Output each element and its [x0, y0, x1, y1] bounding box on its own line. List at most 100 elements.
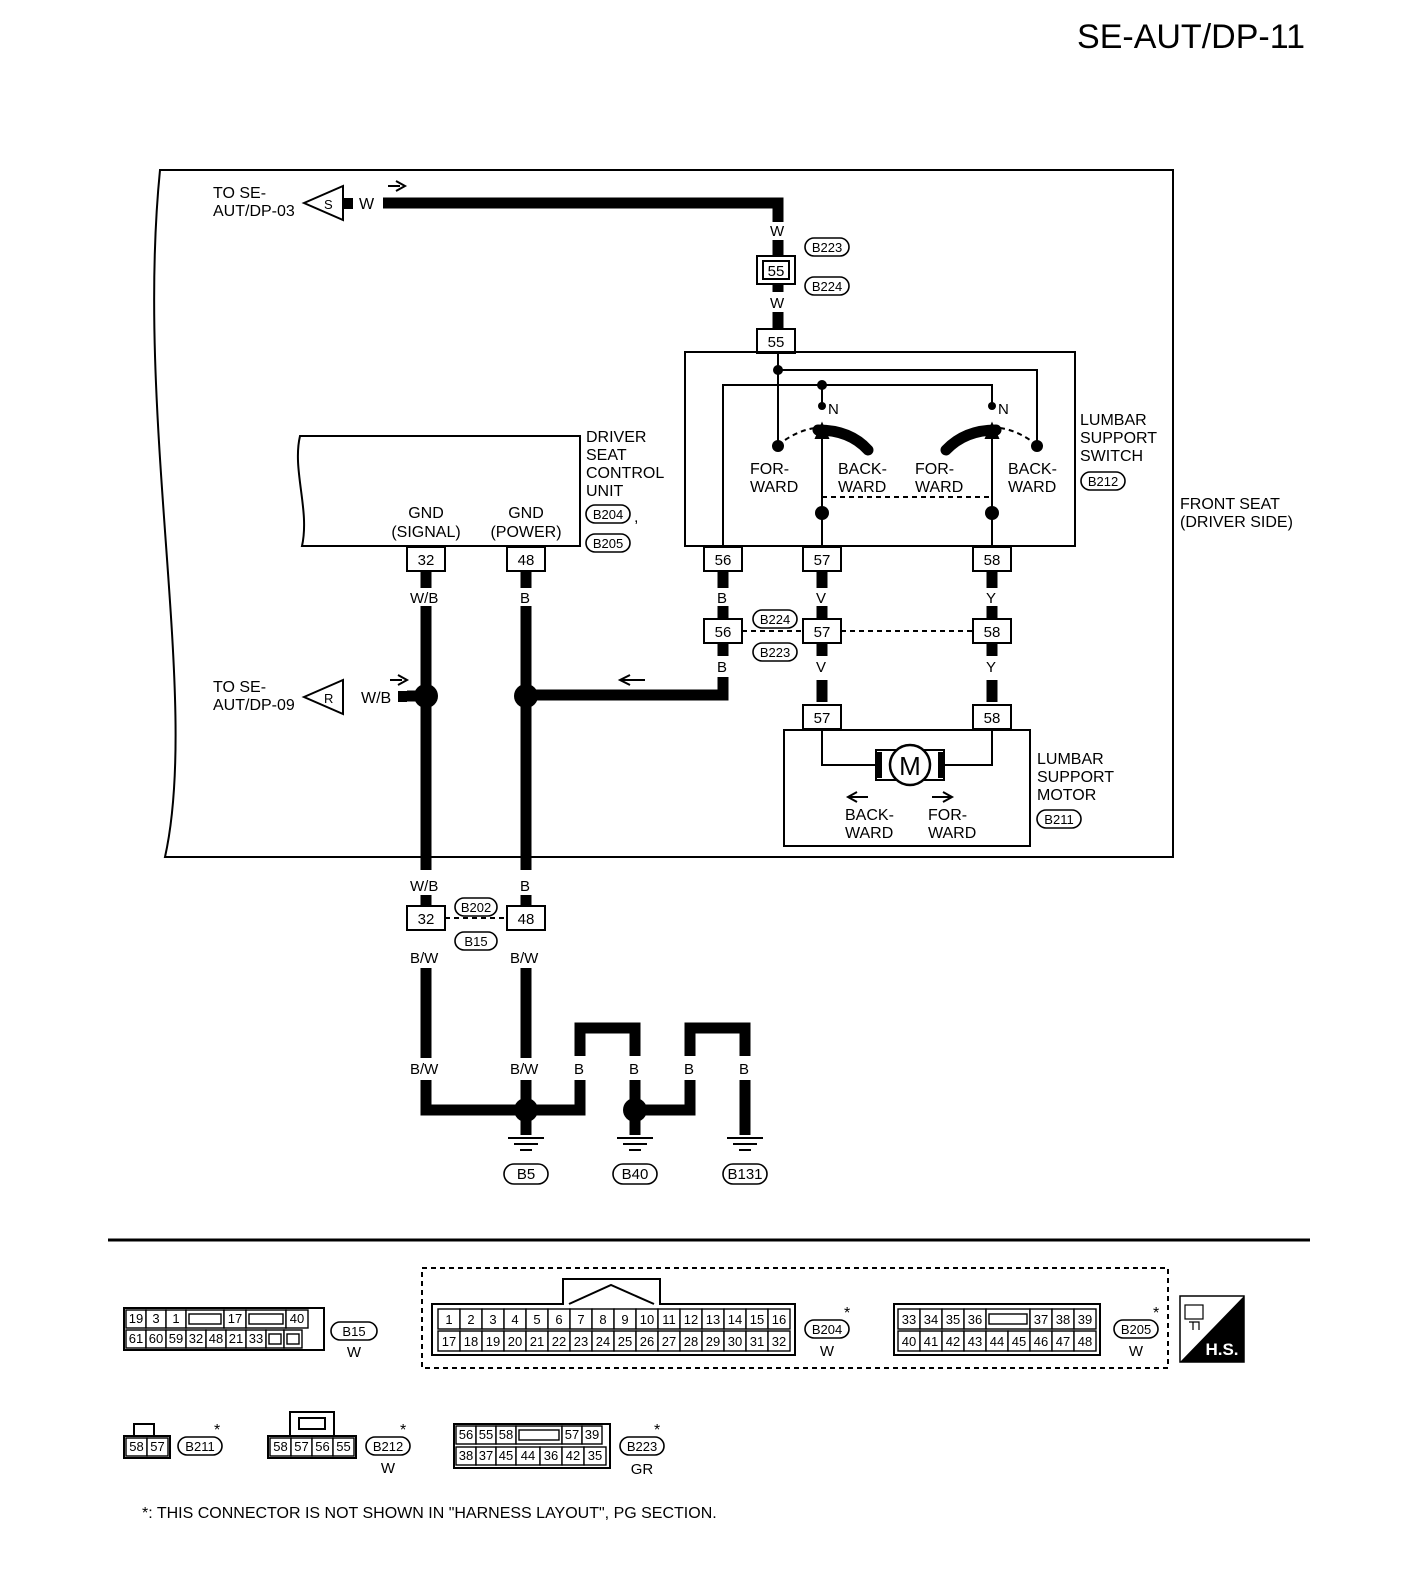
- dscu-label-3: CONTROL: [586, 465, 664, 482]
- connector-id-b223-mid-text: B223: [760, 645, 790, 660]
- front-seat-label-2: (DRIVER SIDE): [1180, 514, 1293, 531]
- switch-pivot-arrow-1-icon: [814, 421, 830, 513]
- offpage-mid-terminal: [398, 691, 407, 702]
- b15-row1-pin: 19: [129, 1311, 143, 1326]
- pin-58-motor: 58: [984, 710, 1001, 727]
- ground-b131-label: B131: [727, 1166, 762, 1183]
- dscu-label-4: UNIT: [586, 483, 624, 500]
- switch-n-label-2: N: [998, 401, 1009, 418]
- pin-56-mid: 56: [715, 624, 732, 641]
- b204-row1-cell: [767, 1308, 791, 1330]
- switch-wire-pivots: [821, 513, 993, 546]
- motor-brush-left: [876, 752, 882, 778]
- offpage-top-arrow-icon: [301, 184, 344, 222]
- b205-row1-pin: 39: [1078, 1312, 1092, 1327]
- b204-row2-pin: 30: [728, 1334, 742, 1349]
- b15-row2-pin: 59: [169, 1331, 183, 1346]
- b223-row2-pin: 35: [588, 1448, 602, 1463]
- motor-backward-arrow-icon: [845, 791, 868, 803]
- dscu-gnd-power-2: (POWER): [490, 524, 561, 541]
- switch-forward-2-line2: WARD: [915, 479, 963, 496]
- motor-label-2: SUPPORT: [1037, 769, 1114, 786]
- offpage-top-terminal: [344, 198, 353, 209]
- wire-dscu-down: [420, 572, 532, 588]
- b205-row2-pin: 43: [968, 1334, 982, 1349]
- connector-view-b223-color: GR: [631, 1461, 654, 1478]
- switch-junction-55: [773, 365, 783, 375]
- wire-label-wb-2: W/B: [410, 878, 438, 895]
- lumbar-switch-label-1: LUMBAR: [1080, 412, 1147, 429]
- switch-backward-1-line2: WARD: [838, 479, 886, 496]
- b204-row1-pin: 13: [706, 1312, 720, 1327]
- b205-row1-pin: 33: [902, 1312, 916, 1327]
- b205-row1-pin: 37: [1034, 1312, 1048, 1327]
- pin-48-dscu: 48: [518, 552, 535, 569]
- b204-row1-pin: 9: [621, 1312, 628, 1327]
- connector-id-b224-top-text: B224: [812, 279, 842, 294]
- b205-row1-pin: 36: [968, 1312, 982, 1327]
- pin-58-switch: 58: [984, 552, 1001, 569]
- b15-row2-pin: 61: [129, 1331, 143, 1346]
- wire-label-bw-3: B/W: [410, 1061, 439, 1078]
- front-seat-label-1: FRONT SEAT: [1180, 496, 1280, 513]
- switch-terminal-n1: [818, 402, 826, 410]
- connector-32-dscu: [406, 546, 446, 572]
- b204-row2-pin: 18: [464, 1334, 478, 1349]
- connector-57-switch: [802, 546, 842, 572]
- b212-pin: 57: [294, 1439, 308, 1454]
- b223-row2-pin: 45: [499, 1448, 513, 1463]
- wire-dscu-vertical: [420, 606, 532, 870]
- b212-pin: 58: [273, 1439, 287, 1454]
- b223-row1-cell: [581, 1425, 603, 1445]
- motor-icon: [888, 743, 932, 787]
- dscu-gnd-power-1: GND: [508, 505, 544, 522]
- connector-view-b15-id: B15: [342, 1324, 365, 1339]
- wire-label-b-g4: B: [739, 1061, 749, 1078]
- b204-row1-pin: 10: [640, 1312, 654, 1327]
- b204-row1-pin: 12: [684, 1312, 698, 1327]
- motor-label-3: MOTOR: [1037, 787, 1096, 804]
- wire-mid-down: [717, 644, 998, 656]
- b211-pin: 58: [129, 1439, 143, 1454]
- connector-48-dscu: [506, 546, 546, 572]
- connector-55-upper-pin: [762, 260, 790, 280]
- b204-row1-pin: 4: [511, 1312, 518, 1327]
- b205-row2-pin: 44: [990, 1334, 1004, 1349]
- switch-contact-backward-2: [1031, 440, 1043, 452]
- b15-row2-pin: 48: [209, 1331, 223, 1346]
- b204-row2-pin: 23: [574, 1334, 588, 1349]
- b223-row1-pin: 58: [499, 1427, 513, 1442]
- connector-56-switch: [703, 546, 743, 572]
- connector-view-b212-color: W: [381, 1460, 396, 1477]
- pin-57-switch: 57: [814, 552, 831, 569]
- pin-32-dscu: 32: [418, 552, 435, 569]
- motor-label-1: LUMBAR: [1037, 751, 1104, 768]
- switch-backward-2-line1: BACK-: [1008, 461, 1057, 478]
- switch-wire-55-backward: [778, 369, 1038, 446]
- connector-view-b205-star: *: [1153, 1305, 1159, 1322]
- b204-row1-pin: 2: [467, 1312, 474, 1327]
- b15-row1-cell: [285, 1309, 309, 1329]
- b205-row2-pin: 47: [1056, 1334, 1070, 1349]
- b15-row2-pin: 32: [189, 1331, 203, 1346]
- b204-row2-pin: 32: [772, 1334, 786, 1349]
- connector-view-b211-id: B211: [185, 1439, 214, 1454]
- connector-55-switch: [756, 328, 796, 354]
- connector-view-b204-color: W: [820, 1343, 835, 1360]
- wire-b-56-to-ground: [526, 677, 729, 701]
- wire-label-bw-2: B/W: [510, 950, 539, 967]
- connector-id-b211-text: B211: [1044, 812, 1073, 827]
- b223-row1-pin: 57: [565, 1427, 579, 1442]
- switch-n-label-1: N: [828, 401, 839, 418]
- b204-row2-pin: 22: [552, 1334, 566, 1349]
- page-title: SE-AUT/DP-11: [1077, 18, 1305, 56]
- current-arrow-left-icon: [617, 674, 645, 686]
- b204-row1-pin: 15: [750, 1312, 764, 1327]
- b205-row2-pin: 46: [1034, 1334, 1048, 1349]
- connector-id-b204: [585, 504, 631, 524]
- b204-row2-pin: 29: [706, 1334, 720, 1349]
- b204-row2-pin: 21: [530, 1334, 544, 1349]
